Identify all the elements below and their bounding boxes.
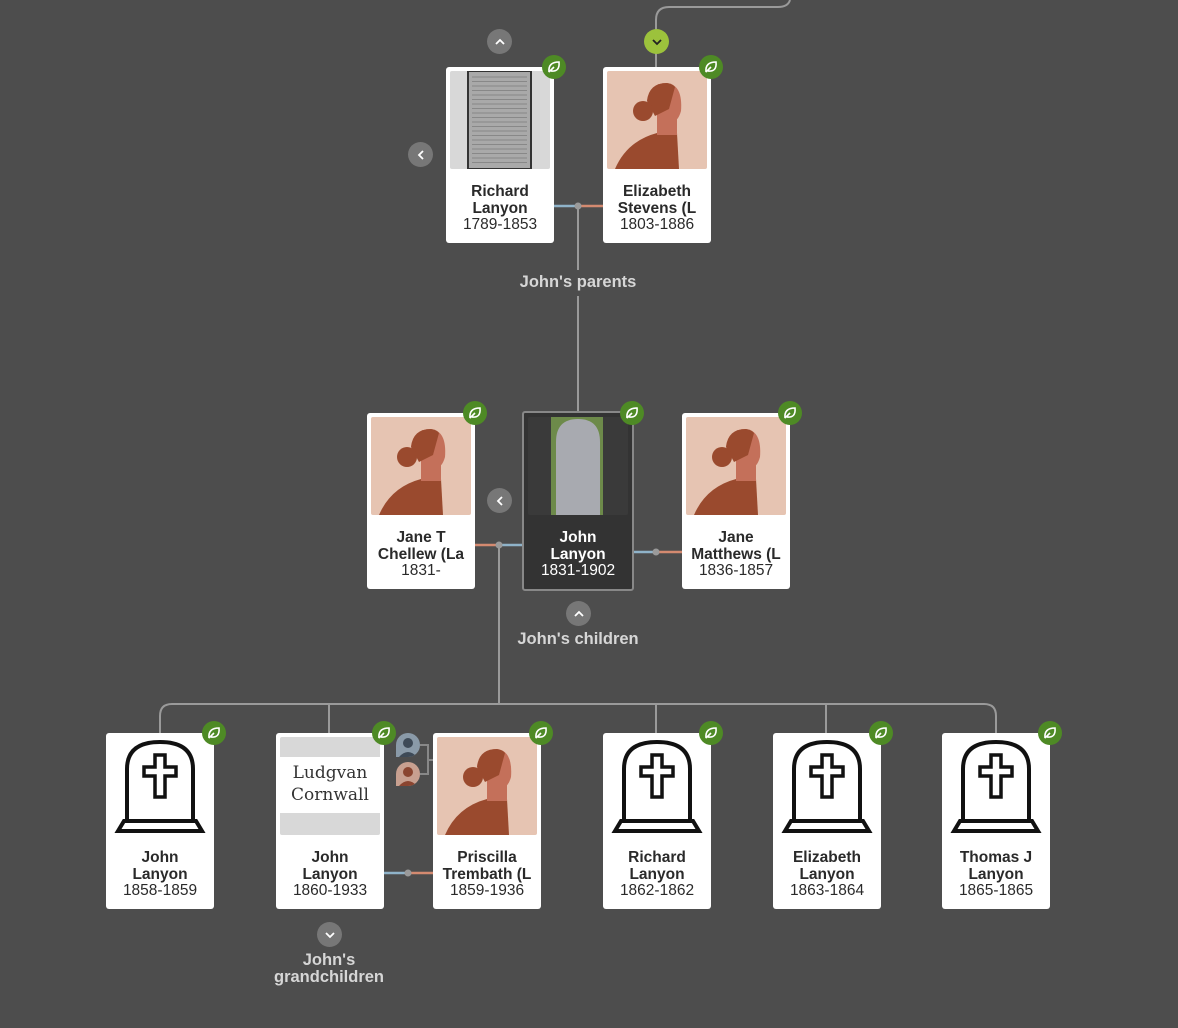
person-years: 1836-1857 [698,562,774,579]
person-photo [371,417,471,515]
hint-leaf-icon[interactable] [778,401,802,425]
children-label: John's children [517,630,639,648]
expand-up-button[interactable] [487,29,512,54]
chevron-left-icon [496,495,503,506]
person-photo [777,737,877,835]
chevron-up-icon [494,38,505,45]
chevron-left-icon [417,149,424,160]
female-portrait-icon [371,417,471,515]
tombstone-icon [607,737,707,835]
person-years: 1858-1859 [122,882,198,899]
person-years: 1789-1853 [462,216,538,233]
person-photo [686,417,786,515]
person-last-name: Lanyon [799,866,855,883]
person-first-name: Richard [628,850,686,866]
person-years: 1865-1865 [958,882,1034,899]
parent-avatar-male[interactable] [396,733,420,757]
person-photo [607,737,707,835]
person-last-name: Lanyon [302,866,358,883]
person-photo [528,417,628,515]
person-first-name: Thomas J [959,850,1033,866]
expand-left-button[interactable] [408,142,433,167]
expand-down-button[interactable] [644,29,669,54]
person-last-name: Chellew (La [377,546,465,563]
expand-left-button[interactable] [487,488,512,513]
parent-avatar-female[interactable] [396,762,420,786]
person-first-name: John [311,850,349,866]
hint-leaf-icon[interactable] [202,721,226,745]
person-photo [607,71,707,169]
person-first-name: John [559,530,597,546]
chevron-up-icon [573,610,584,617]
chevron-down-icon [651,38,662,45]
label-line: John's [302,951,356,969]
label-line: grandchildren [273,968,385,986]
person-years: 1803-1886 [619,216,695,233]
place-line: Ludgvan [292,763,368,783]
place-line: Cornwall [291,785,369,805]
person-first-name: Elizabeth [792,850,862,866]
person-years: 1831-1902 [540,562,616,579]
hint-leaf-icon[interactable] [869,721,893,745]
male-silhouette-icon [399,738,417,757]
person-first-name: Jane [718,530,754,546]
hint-leaf-icon[interactable] [1038,721,1062,745]
person-photo [110,737,210,835]
person-last-name: Matthews (L [691,546,781,563]
person-first-name: Richard [471,184,529,200]
hint-leaf-icon[interactable] [372,721,396,745]
person-first-name: Elizabeth [622,184,692,200]
hint-leaf-icon[interactable] [699,721,723,745]
person-last-name: Lanyon [132,866,188,883]
parents-label: John's parents [519,273,637,291]
person-photo [437,737,537,835]
tombstone-icon [946,737,1046,835]
tombstone-icon [110,737,210,835]
person-years: 1860-1933 [292,882,368,899]
document-scan-image [450,71,550,169]
person-last-name: Lanyon [550,546,606,563]
female-silhouette-icon [399,767,417,786]
female-portrait-icon [686,417,786,515]
gravestone-photo [528,417,628,515]
person-first-name: Jane T [396,530,446,546]
person-last-name: Trembath (L [442,866,532,883]
person-photo [946,737,1046,835]
person-photo [450,71,550,169]
female-portrait-icon [437,737,537,835]
chevron-down-icon [324,931,335,938]
person-years: 1862-1862 [619,882,695,899]
tombstone-icon [777,737,877,835]
hint-leaf-icon[interactable] [529,721,553,745]
person-last-name: Lanyon [629,866,685,883]
person-last-name: Lanyon [472,200,528,217]
person-first-name: John [141,850,179,866]
person-last-name: Stevens (L [617,200,697,217]
person-years: 1863-1864 [789,882,865,899]
person-last-name: Lanyon [968,866,1024,883]
female-portrait-icon [607,71,707,169]
person-first-name: Priscilla [457,850,517,866]
person-years: 1859-1936 [449,882,525,899]
hint-leaf-icon[interactable] [699,55,723,79]
hint-leaf-icon[interactable] [542,55,566,79]
person-years: 1831- [401,562,441,579]
hint-leaf-icon[interactable] [620,401,644,425]
collapse-children-button[interactable] [566,601,591,626]
expand-grandchildren-button[interactable] [317,922,342,947]
hint-leaf-icon[interactable] [463,401,487,425]
